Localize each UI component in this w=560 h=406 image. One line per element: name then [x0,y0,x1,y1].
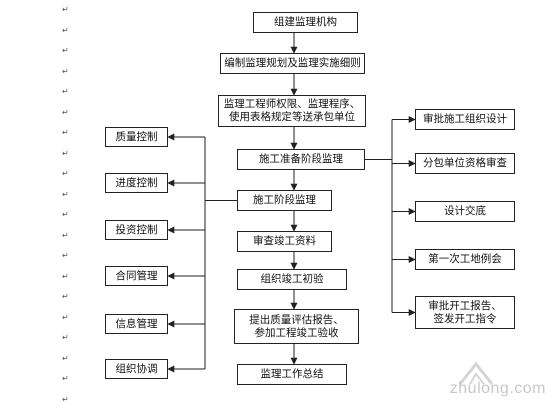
paragraph-mark: ↵ [62,26,69,35]
preparation-item-box: 审批开工报告、 签发开工指令 [415,296,515,329]
paragraph-mark: ↵ [62,149,69,158]
watermark-logo-icon [458,361,494,385]
control-item-box: 组织协调 [105,359,168,379]
connector-lines [167,33,416,373]
flow-step-box: 施工准备阶段监理 [237,149,365,170]
flow-step-box: 监理工作总结 [237,364,347,385]
paragraph-mark: ↵ [62,292,69,301]
paragraph-mark: ↵ [62,251,69,260]
flow-step-box: 组建监理机构 [253,12,358,33]
flow-step-box: 监理工程师权限、监理程序、 使用表格规定等送承包单位 [218,95,366,127]
control-item-box: 投资控制 [105,220,168,240]
flow-step-box: 施工阶段监理 [237,190,332,211]
flow-step-box: 提出质量评估报告、 参加工程竣工验收 [234,309,359,344]
control-item-box: 质量控制 [105,127,168,147]
paragraph-mark: ↵ [62,374,69,383]
preparation-item-box: 审批施工组织设计 [415,109,515,130]
flow-step-box: 审查竣工资料 [237,231,332,252]
paragraph-mark: ↵ [62,395,69,404]
paragraph-mark: ↵ [62,354,69,363]
paragraph-mark: ↵ [62,169,69,178]
control-item-box: 合同管理 [105,266,168,286]
paragraph-mark: ↵ [62,333,69,342]
paragraph-mark: ↵ [62,87,69,96]
control-item-box: 信息管理 [105,314,168,334]
paragraph-mark: ↵ [62,108,69,117]
paragraph-mark: ↵ [62,313,69,322]
preparation-item-box: 第一次工地例会 [415,249,515,270]
watermark: zhulong.com [449,380,546,397]
preparation-item-box: 设计交底 [415,201,515,222]
control-item-box: 进度控制 [105,173,168,193]
preparation-item-box: 分包单位资格审查 [415,153,515,174]
paragraph-mark: ↵ [62,128,69,137]
paragraph-mark: ↵ [62,210,69,219]
paragraph-mark: ↵ [62,272,69,281]
paragraph-mark: ↵ [62,67,69,76]
paragraph-mark: ↵ [62,5,69,14]
flow-step-box: 编制监理规划及监理实施细则 [220,53,365,74]
flow-step-box: 组织竣工初验 [237,269,347,290]
paragraph-mark: ↵ [62,190,69,199]
paragraph-mark: ↵ [62,231,69,240]
paragraph-mark: ↵ [62,46,69,55]
